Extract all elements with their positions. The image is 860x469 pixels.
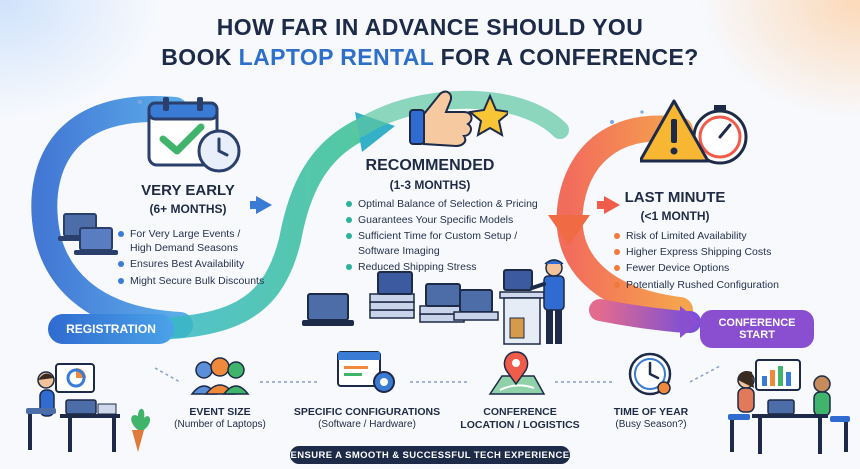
list-item: Fewer Device Options bbox=[614, 261, 804, 275]
list-item-continuation: Software Imaging bbox=[346, 244, 566, 258]
title-prefix: BOOK bbox=[161, 44, 239, 70]
factor-title: SPECIFIC CONFIGURATIONS bbox=[293, 406, 441, 418]
team-at-table-icon bbox=[728, 359, 850, 454]
list-item: High Demand Seasons bbox=[118, 241, 288, 255]
stage-recommended-title: RECOMMENDED bbox=[365, 157, 495, 174]
factor-time-of-year: TIME OF YEAR (Busy Season?) bbox=[596, 406, 706, 431]
stage-last-minute-title: LAST MINUTE bbox=[624, 189, 726, 206]
list-item: Sufficient Time for Custom Setup / bbox=[346, 229, 566, 243]
list-item-continuation: High Demand Seasons bbox=[130, 242, 238, 255]
factor-event-size: EVENT SIZE (Number of Laptops) bbox=[160, 406, 280, 431]
factor-subtitle: LOCATION / LOGISTICS bbox=[460, 418, 580, 431]
factor-title: CONFERENCE bbox=[483, 406, 557, 418]
warning-stopwatch-icon bbox=[640, 99, 748, 165]
stage-early-subtitle: (6+ MONTHS) bbox=[149, 202, 227, 216]
factor-subtitle: (Busy Season?) bbox=[615, 418, 687, 430]
factor-title: EVENT SIZE bbox=[189, 406, 251, 418]
config-gear-icon bbox=[337, 351, 395, 393]
list-item: For Very Large Events / bbox=[118, 227, 288, 241]
factor-title: TIME OF YEAR bbox=[613, 406, 689, 418]
conference-start-line-2: START bbox=[739, 329, 775, 341]
people-icon bbox=[190, 357, 250, 395]
stage-early-title: VERY EARLY bbox=[141, 182, 235, 199]
stage-last-minute-subtitle: (<1 MONTH) bbox=[640, 209, 710, 223]
clock-icon bbox=[628, 352, 672, 396]
stage-last-minute-bullets: Risk of Limited Availability Higher Expr… bbox=[614, 229, 804, 294]
list-item: Risk of Limited Availability bbox=[614, 229, 804, 243]
factor-subtitle: (Number of Laptops) bbox=[174, 418, 266, 430]
map-pin-icon bbox=[488, 351, 546, 395]
factor-location: CONFERENCE LOCATION / LOGISTICS bbox=[450, 406, 590, 431]
laptop-stack-icon bbox=[302, 271, 499, 326]
registration-label: REGISTRATION bbox=[48, 314, 174, 344]
list-item: Potentially Rushed Configuration bbox=[614, 278, 804, 292]
technician-icon bbox=[499, 259, 565, 345]
footer-banner: ENSURE A SMOOTH & SUCCESSFUL TECH EXPERI… bbox=[290, 446, 570, 464]
title-suffix: FOR A CONFERENCE? bbox=[433, 44, 699, 70]
calendar-check-icon bbox=[147, 97, 241, 173]
stage-recommended-bullets: Optimal Balance of Selection & Pricing G… bbox=[346, 197, 566, 276]
list-item-continuation-text: Software Imaging bbox=[358, 244, 440, 257]
list-item: Might Secure Bulk Discounts bbox=[118, 274, 288, 288]
list-item: Reduced Shipping Stress bbox=[346, 260, 566, 274]
person-at-laptop-icon bbox=[26, 363, 151, 452]
factor-configurations: SPECIFIC CONFIGURATIONS (Software / Hard… bbox=[285, 406, 449, 431]
laptop-icon bbox=[58, 213, 118, 255]
list-item: Higher Express Shipping Costs bbox=[614, 245, 804, 259]
conference-start-line-1: CONFERENCE bbox=[718, 316, 796, 329]
stage-recommended-subtitle: (1-3 MONTHS) bbox=[389, 178, 471, 192]
title-accent: LAPTOP RENTAL bbox=[238, 44, 434, 70]
page-title-line-2: BOOK LAPTOP RENTAL FOR A CONFERENCE? bbox=[0, 44, 860, 71]
stage-early-bullets: For Very Large Events / High Demand Seas… bbox=[118, 227, 288, 290]
list-item: Guarantees Your Specific Models bbox=[346, 213, 566, 227]
factor-subtitle: (Software / Hardware) bbox=[318, 418, 416, 430]
list-item: Ensures Best Availability bbox=[118, 257, 288, 271]
conference-start-label: CONFERENCE START bbox=[700, 310, 814, 348]
list-item: Optimal Balance of Selection & Pricing bbox=[346, 197, 566, 211]
thumbs-up-star-icon bbox=[409, 90, 508, 148]
page-title-line-1: HOW FAR IN ADVANCE SHOULD YOU bbox=[216, 14, 644, 40]
